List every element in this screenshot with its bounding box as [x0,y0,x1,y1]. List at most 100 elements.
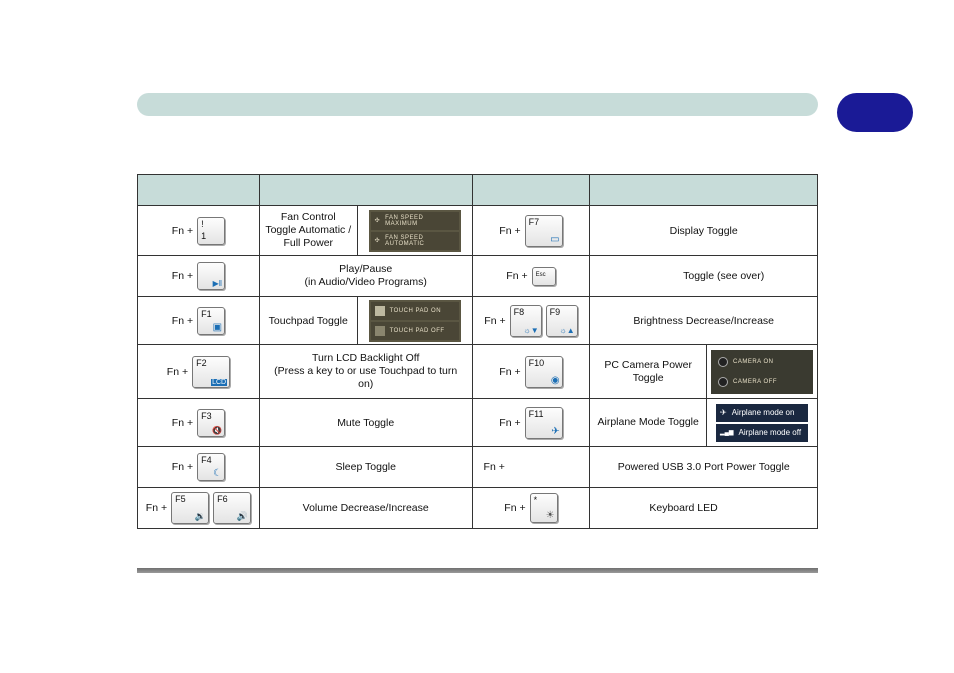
touchpad-panel: TOUCH PAD ON TOUCH PAD OFF [356,296,473,345]
table-row: Fn + F5🔉 F6🔊 Volume Decrease/Increase Fn… [137,487,818,529]
key-1: !1 [197,216,226,245]
fn-prefix: Fn + [506,270,528,282]
key-f11: F11✈ [524,406,563,439]
table-header-row [137,174,818,206]
signal-icon: ▂▄▆ [720,430,734,436]
header-keys-left [137,174,260,206]
fn-prefix: Fn + [171,461,194,473]
fan-speed-panel: ✣FAN SPEED MAXIMUM ✣FAN SPEED AUTOMATIC [356,205,473,256]
key-combo: Fn + *☀ [471,487,591,529]
touchpad-off-item: TOUCH PAD OFF [370,321,459,340]
key-f10: F10◉ [524,355,563,388]
key-f5: F5🔉 [171,492,210,524]
key-combo: Fn + F8☼▼ F9☼▲ [471,296,591,345]
function-description: Play/Pause (in Audio/Video Programs) [258,255,473,297]
camera-panel: CAMERA ON CAMERA OFF [706,344,818,399]
camera-on-item: CAMERA ON [714,352,810,371]
function-description: Powered USB 3.0 Port Power Toggle [589,446,818,488]
key-f4: F4☾ [197,453,226,481]
function-description: Volume Decrease/Increase [258,487,473,529]
airplane-icon: ✈ [720,408,727,417]
fan-auto-item: ✣FAN SPEED AUTOMATIC [370,231,459,250]
table-row: Fn + F4☾ Sleep Toggle Fn + Powered USB 3… [137,446,818,488]
fn-prefix: Fn + [171,314,194,327]
key-combo: Fn + [471,446,591,488]
header-function-right [589,174,818,206]
brightness-down-icon: ☼▼ [523,325,539,335]
camera-off-item: CAMERA OFF [714,372,810,391]
key-combo: Fn + F5🔉 F6🔊 [137,487,260,529]
function-description: Sleep Toggle [258,446,473,488]
key-combo: Fn + F11✈ [471,398,591,447]
function-description: Turn LCD Backlight Off (Press a key to o… [258,344,473,399]
fn-prefix: Fn + [499,416,521,429]
key-combo: Fn + F1▣ [137,296,260,345]
key-combo: Fn + F4☾ [137,446,260,488]
key-f6: F6🔊 [213,492,252,524]
airplane-panel: ✈Airplane mode on ▂▄▆Airplane mode off [706,398,818,447]
key-combo: Fn + F7▭ [471,205,591,256]
airplane-off-item: ▂▄▆Airplane mode off [716,423,808,442]
lcd-backlight-icon: LCD [211,378,228,386]
header-function-left [258,174,473,206]
key-f7: F7▭ [524,214,563,247]
function-description: PC Camera Power Toggle [589,344,707,399]
key-f1: F1▣ [197,306,226,335]
airplane-on-item: ✈Airplane mode on [716,403,808,422]
key-combo: Fn + Esc [471,255,591,297]
display-icon: ▭ [550,233,560,245]
key-esc: Esc [531,266,556,286]
touchpad-on-item: TOUCH PAD ON [370,301,459,320]
footer-rule [137,568,818,573]
table-row: Fn + F1▣ Touchpad Toggle TOUCH PAD ON TO… [137,296,818,345]
camera-icon: ◉ [550,374,560,386]
fn-prefix: Fn + [504,502,526,514]
function-key-table: Fn + !1 Fan Control Toggle Automatic / F… [137,174,818,529]
chapter-tab [837,93,913,132]
volume-down-icon: 🔉 [194,511,207,521]
fn-prefix: Fn + [145,502,168,514]
fn-prefix: Fn + [483,461,505,473]
fn-prefix: Fn + [171,270,194,282]
fan-max-item: ✣FAN SPEED MAXIMUM [370,211,459,230]
header-keys-right [471,174,591,206]
touchpad-icon: ▣ [212,321,223,333]
fn-prefix: Fn + [484,314,506,327]
function-description: Fan Control Toggle Automatic / Full Powe… [258,205,358,256]
table-row: Fn + !1 Fan Control Toggle Automatic / F… [137,205,818,256]
fn-prefix: Fn + [171,224,194,237]
table-row: Fn + F3🔇 Mute Toggle Fn + F11✈ Airplane … [137,398,818,447]
function-description: Mute Toggle [258,398,473,447]
page-header-bar [137,93,818,116]
key-f8: F8☼▼ [509,304,542,337]
fn-prefix: Fn + [499,224,521,237]
airplane-icon: ✈ [551,425,560,437]
keyboard-led-icon: ☀ [545,510,555,521]
fn-prefix: Fn + [171,416,194,429]
function-description: Toggle (see over) [589,255,818,297]
function-description: Airplane Mode Toggle [589,398,707,447]
brightness-up-icon: ☼▲ [559,325,575,335]
fan-icon: ✣ [374,218,381,224]
function-description: Brightness Decrease/Increase [589,296,818,345]
key-f9: F9☼▲ [545,304,578,337]
key-combo: Fn + ▶‖ [137,255,260,297]
sleep-icon: ☾ [213,468,223,479]
key-asterisk: *☀ [529,493,558,523]
fan-icon: ✣ [374,238,381,244]
table-row: Fn + ▶‖ Play/Pause (in Audio/Video Progr… [137,255,818,297]
key-combo: Fn + !1 [137,205,260,256]
function-description: Keyboard LED [589,487,818,529]
function-description: Touchpad Toggle [258,296,358,345]
play-pause-icon: ▶‖ [212,279,223,288]
fn-prefix: Fn + [166,365,189,378]
key-combo: Fn + F10◉ [471,344,591,399]
fn-prefix: Fn + [499,365,521,378]
mute-icon: 🔇 [212,425,223,435]
volume-up-icon: 🔊 [236,511,249,521]
key-f3: F3🔇 [197,408,226,437]
key-play-pause: ▶‖ [197,262,226,290]
